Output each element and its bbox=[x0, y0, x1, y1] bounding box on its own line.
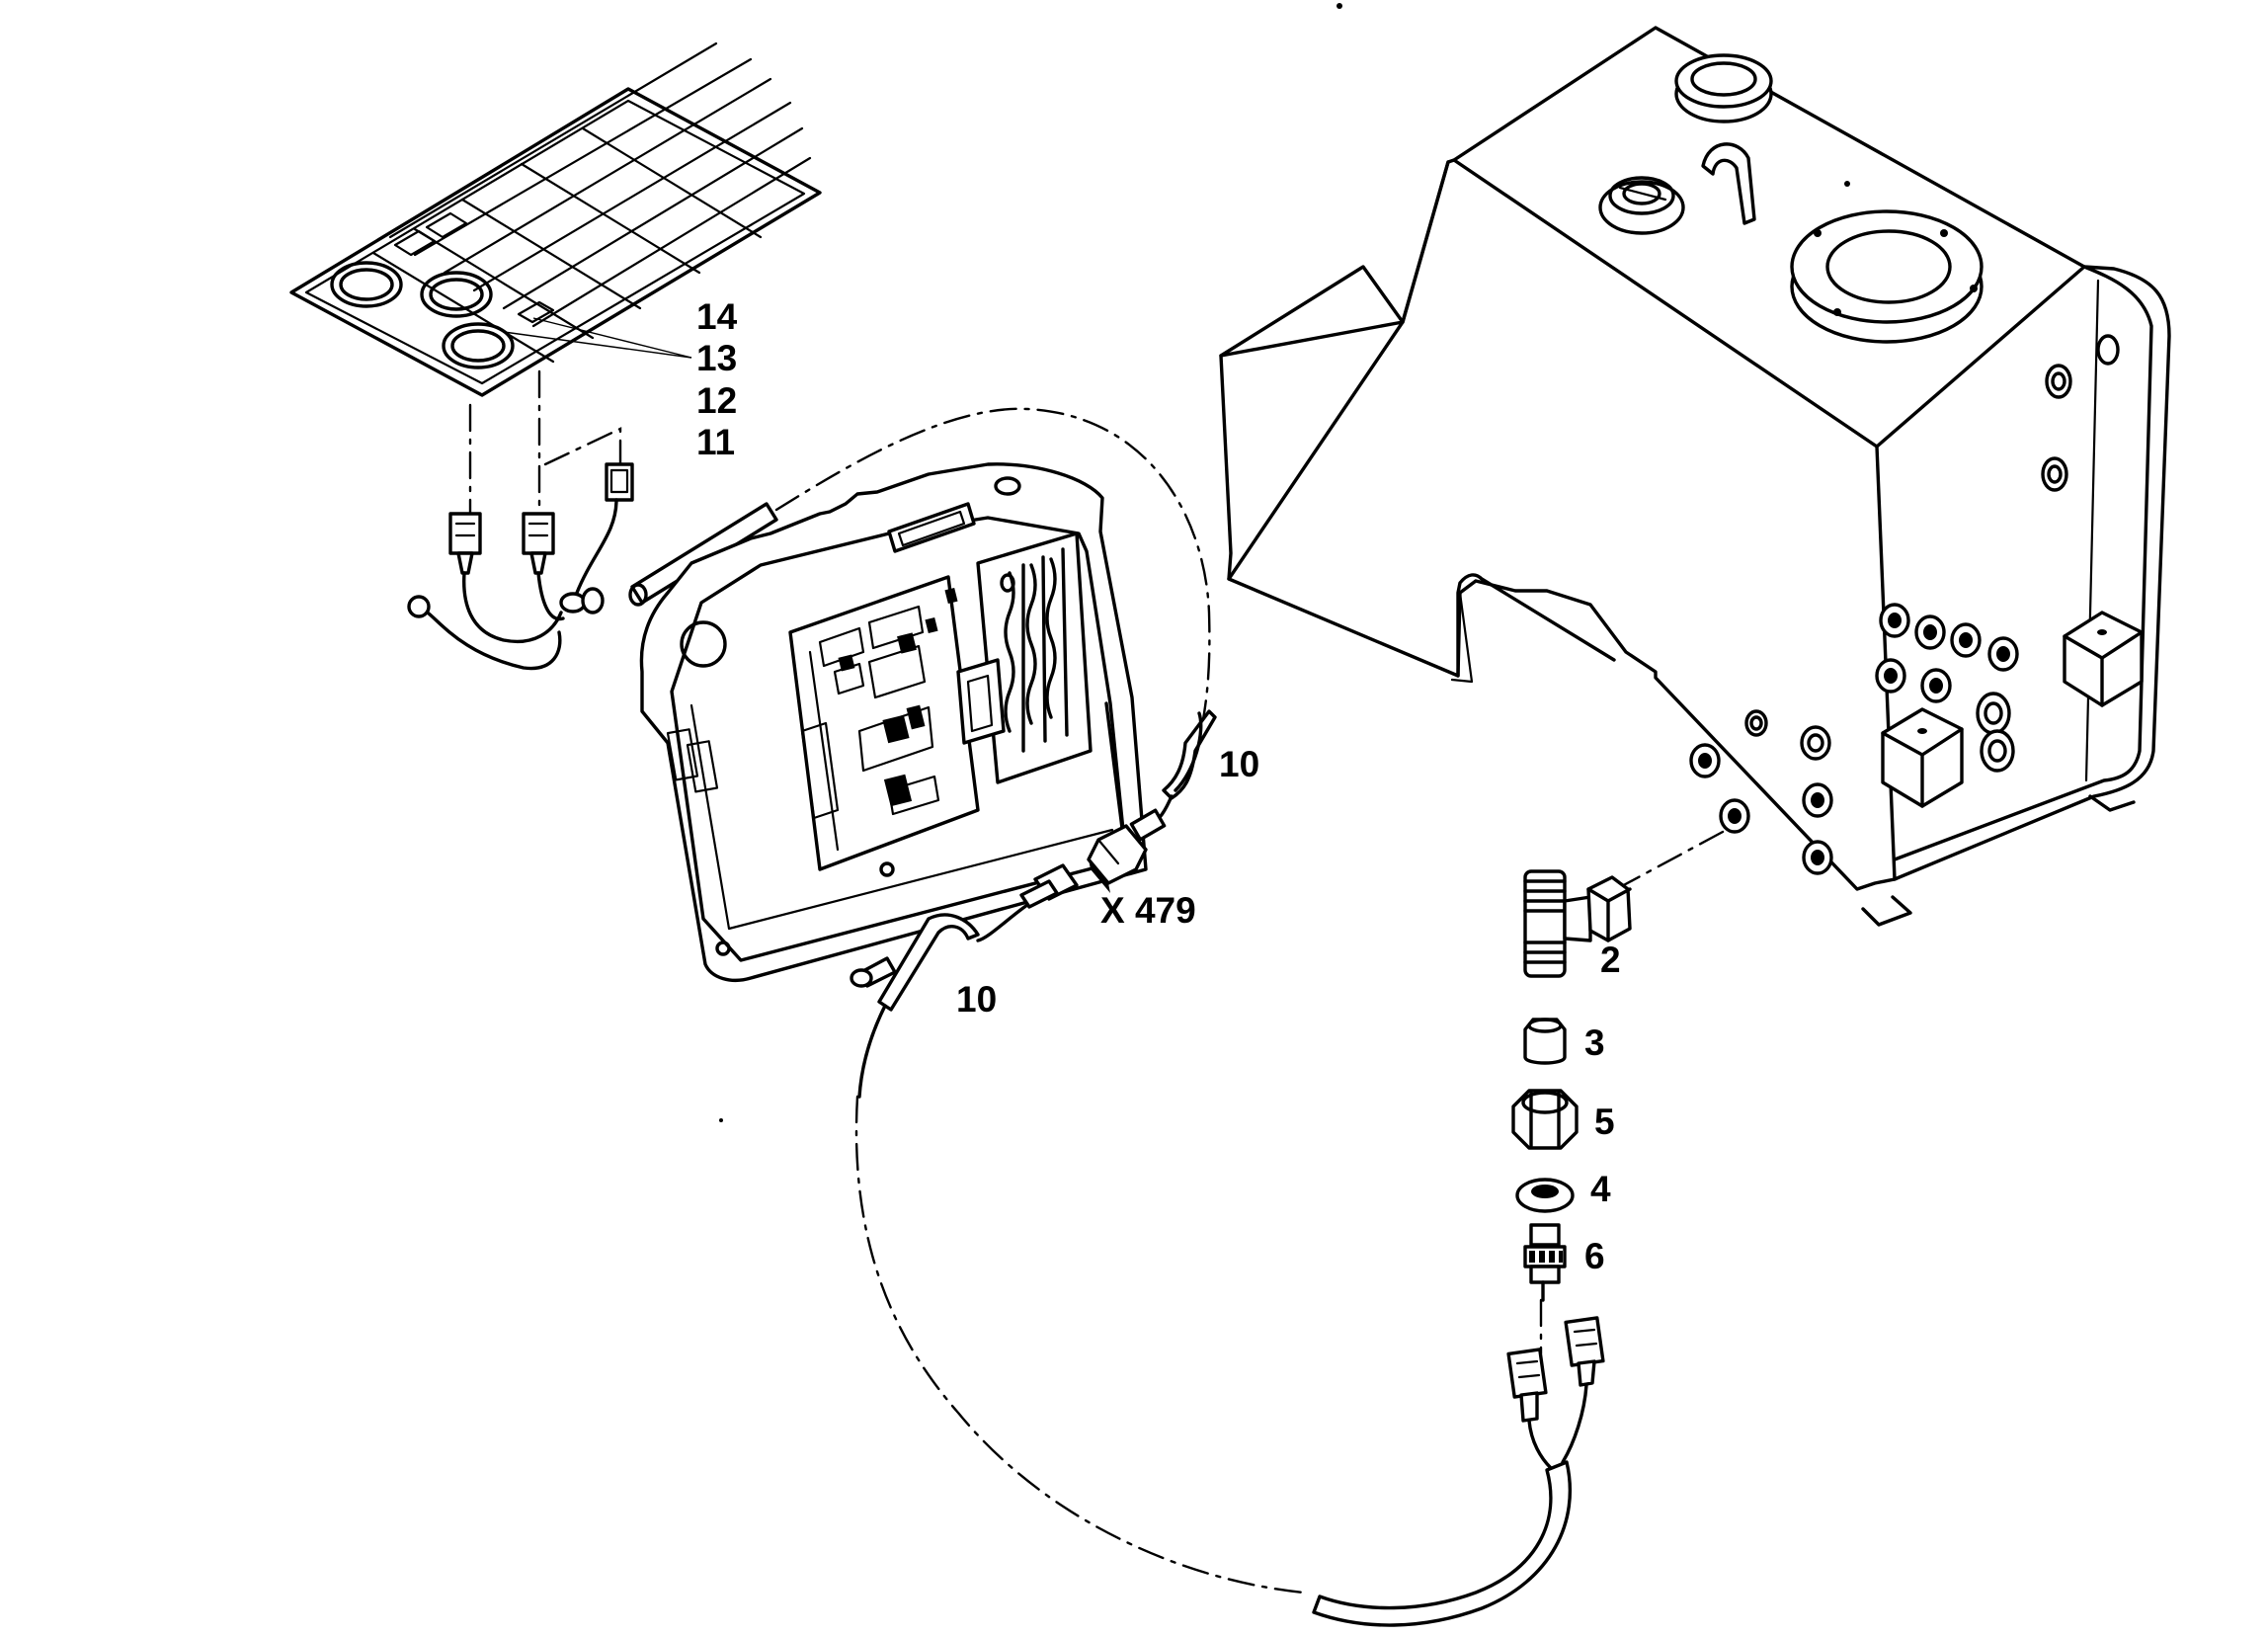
wiring-harness-lower bbox=[1312, 1316, 1605, 1627]
washer bbox=[1515, 1178, 1575, 1213]
speck-mark bbox=[1336, 3, 1342, 9]
connector-x479 bbox=[1087, 824, 1148, 893]
wiring-harness-upper bbox=[407, 369, 778, 671]
callout-3: 3 bbox=[1584, 1022, 1605, 1063]
callout-10-lower: 10 bbox=[956, 979, 997, 1020]
leader-13b bbox=[503, 331, 692, 359]
callout-10-upper: 10 bbox=[1219, 744, 1259, 784]
callout-4: 4 bbox=[1590, 1169, 1611, 1209]
callout-2: 2 bbox=[1600, 940, 1621, 980]
connection-path-tank bbox=[1618, 830, 1725, 889]
cable-10-lower bbox=[850, 863, 1079, 1099]
electronic-control-box bbox=[639, 462, 1148, 983]
tank-housing bbox=[1219, 26, 2171, 927]
callout-14: 14 bbox=[696, 296, 738, 337]
connection-path-lower bbox=[854, 1095, 1306, 1595]
callout-6: 6 bbox=[1584, 1236, 1605, 1276]
instrument-panel-decal bbox=[289, 41, 822, 397]
connection-path-upper bbox=[774, 407, 1211, 753]
nut bbox=[1511, 1089, 1579, 1150]
callout-x479: X 479 bbox=[1100, 890, 1196, 931]
tee-fitting bbox=[1523, 869, 1632, 978]
callout-5: 5 bbox=[1594, 1102, 1615, 1142]
cable-10-upper bbox=[1129, 709, 1217, 842]
callout-11: 11 bbox=[696, 422, 735, 462]
pressure-switch bbox=[1523, 1223, 1567, 1302]
callout-13: 13 bbox=[696, 338, 737, 378]
speck-mark bbox=[719, 1118, 723, 1122]
sleeve bbox=[1523, 1018, 1567, 1065]
leader-13 bbox=[532, 317, 692, 359]
callout-12: 12 bbox=[696, 380, 737, 421]
